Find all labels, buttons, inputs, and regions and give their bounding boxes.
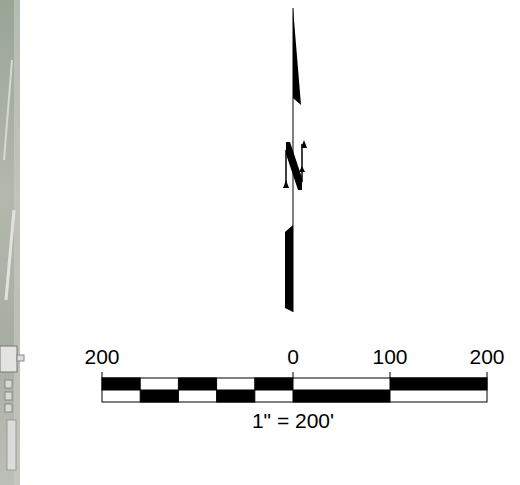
north-arrow (283, 8, 307, 312)
scale-tick-label: 200 (469, 346, 504, 367)
scale-ratio-text: 1" = 200' (252, 410, 334, 431)
scale-tick-label: 100 (372, 346, 407, 367)
scale-bar (102, 372, 487, 402)
scale-tick-label: 200 (84, 346, 119, 367)
scale-tick-label: 0 (287, 346, 299, 367)
aerial-image-strip (0, 0, 24, 485)
